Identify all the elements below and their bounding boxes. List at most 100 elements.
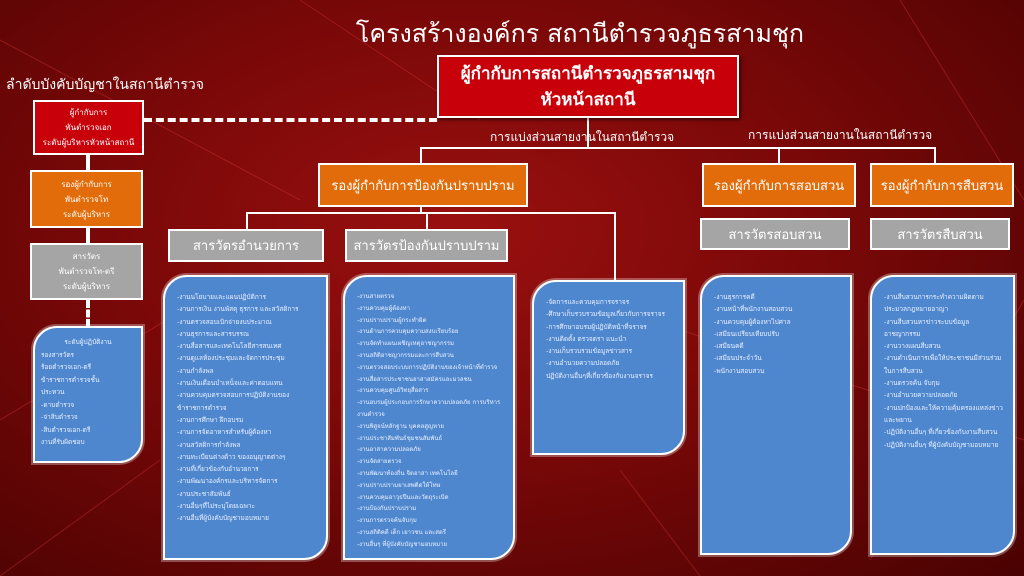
chief-title: ผู้กำกับการสถานีตำรวจภูธรสามชุก — [460, 63, 716, 84]
hierarchy-heading: ลำดับบังคับบัญชาในสถานีตำรวจ — [6, 77, 204, 93]
duty-item: -งานอื่นๆ ที่ผู้บังคับบัญชามอบหมาย — [357, 540, 447, 548]
connector — [934, 147, 936, 164]
level-text: ระดับผู้บริหาร — [63, 209, 110, 219]
duty-item: -พนักงานสอบสวน — [714, 366, 765, 375]
inspector-investigation: สารวัตรสอบสวน — [700, 218, 850, 250]
duty-item: -งานการตรวจค้นจับกุม — [357, 517, 417, 525]
duty-item: -งานประชาสัมพันธ์ชุมชนสัมพันธ์ — [357, 434, 443, 442]
connector — [420, 206, 422, 214]
dashed-connector — [86, 228, 90, 244]
duty-item: -งานสืบสวนการกระทำความผิดตามประมวลกฎหมาย… — [884, 293, 984, 314]
dashed-connector — [144, 118, 437, 122]
level-text: ระดับผู้ปฏิบัติงาน — [64, 338, 112, 346]
duty-item: -งานพิสูจน์หลักฐาน บุคคลสูญหาย — [357, 422, 444, 430]
duty-item: -งานประชาสัมพันธ์ — [177, 489, 231, 498]
division-label: การแบ่งส่วนสายงานในสถานีตำรวจ — [748, 128, 933, 142]
level-text: -ดาบตำรวจ — [41, 400, 75, 409]
duty-item: -งานอบรมผู้ประกอบการรักษาความปลอดภัย การ… — [357, 399, 501, 418]
dashed-connector — [86, 155, 90, 171]
duty-item: -เสมียนเปรียบเทียบปรับ — [714, 329, 780, 338]
level-text: -จ่าสิบตำรวจ — [41, 413, 78, 421]
connector — [420, 147, 422, 164]
inspector-prevention: สารวัตรป้องกันปราบปราม — [345, 229, 508, 262]
duty-item: -งานสื่อสารประชาชนอาสาสมัครและมวลชน — [357, 375, 472, 383]
level-deputy: รองผู้กำกับการ พันตำรวจโท ระดับผู้บริหาร — [30, 170, 143, 228]
level-text: ร้อยตำรวจเอก-ตรี — [41, 363, 92, 371]
duty-item: -งานสืบสวนหาข่าวระบบข้อมูลอาชญากรรม — [884, 317, 970, 338]
duty-item: -งานอื่นที่ผู้บังคับบัญชามอบหมาย — [177, 514, 269, 523]
duty-item: -งานเงินเดือนบำเหน็จและค่าตอบแทน — [177, 379, 283, 388]
duty-item: -งานอำนวยความปลอดภัย — [884, 391, 958, 400]
duties-list-administration: -งานนโยบายและแผนปฏิบัติการ -งานการเงิน งา… — [163, 275, 328, 560]
duty-item: -งานปกป้องและให้ความคุ้มครองแหล่งข่าวและ… — [884, 403, 1003, 424]
connector — [587, 118, 589, 148]
level-superintendent: ผู้กำกับการ พันตำรวจเอก ระดับผู้บริหารหั… — [33, 100, 144, 155]
duty-item: -งานจัดสายตรวจ — [357, 458, 402, 466]
level-text: งานที่รับผิดชอบ — [41, 438, 85, 446]
duties-list-detective: -งานสืบสวนการกระทำความผิดตามประมวลกฎหมาย… — [870, 275, 1015, 555]
deputy-detective: รองผู้กำกับการสืบสวน — [870, 163, 1014, 207]
duty-item: ปฏิบัติงานอื่นๆที่เกี่ยวข้องกับงานจราจร — [546, 371, 653, 380]
duty-item: -งานป้องกันปราบปราม — [357, 505, 417, 513]
duty-item: -งานตรวจค้น จับกุม — [884, 379, 940, 388]
level-text: ประทวน — [41, 388, 65, 396]
level-text: ระดับผู้บริหารหัวหน้าสถานี — [42, 138, 135, 147]
duty-item: -ศึกษาเก็บรวบรวมข้อมูลเกี่ยวกับการจราจร — [546, 310, 665, 319]
duty-item: -งานควบคุมศูนย์วิทยุสื่อสาร — [357, 387, 429, 395]
duty-item: -งานธุรการคดี — [714, 293, 755, 301]
level-text: ระดับผู้บริหาร — [63, 282, 110, 291]
level-operational: ระดับผู้ปฏิบัติงาน รองสารวัตร ร้อยตำรวจเ… — [33, 326, 143, 463]
duty-item: -งานดูแลห้องประชุมและจัดการประชุม — [177, 354, 285, 363]
duty-item: -ปฏิบัติงานอื่นๆ ที่เกี่ยวข้องกับงานสืบส… — [884, 428, 998, 437]
connector — [420, 147, 935, 149]
duty-item: -งานวางแผนสืบสวน — [884, 342, 941, 351]
duty-item: -งานการเงิน งานพัสดุ ธุรการ และสวัสดิการ — [177, 305, 299, 314]
duty-item: -งานติดตั้ง ตรวจตรา แนะนำ — [546, 334, 627, 343]
level-text: พันตำรวจโท-ตรี — [58, 267, 115, 276]
connector — [246, 212, 248, 230]
duty-item: -งานที่เกี่ยวข้องกับอำนวยการ — [177, 465, 259, 474]
duty-item: -งานควบคุมผู้ต้องหา — [357, 304, 410, 312]
connector — [614, 212, 616, 282]
level-text: รองผู้กำกับการ — [61, 179, 112, 189]
chief-subtitle: หัวหน้าสถานี — [540, 89, 636, 110]
duty-item: -งานหน้าที่พนักงานสอบสวน — [714, 305, 793, 314]
duty-item: -จัดการและควบคุมการจราจร — [546, 298, 630, 306]
level-text: พันตำรวจโท — [64, 194, 109, 204]
connector — [246, 212, 616, 214]
level-text: ข้าราชการตำรวจชั้น — [41, 375, 100, 384]
duty-item: -เสมียนประจำวัน — [714, 354, 762, 363]
duty-item: -งานกำลังพล — [177, 366, 214, 375]
chief-box: ผู้กำกับการสถานีตำรวจภูธรสามชุก หัวหน้าส… — [437, 55, 739, 118]
connector — [426, 212, 428, 230]
duty-item: -งานควบคุมผู้ต้องหาไปศาล — [714, 317, 791, 326]
duty-item: -งานธุรการและสารบรรณ — [177, 329, 250, 338]
connector — [778, 147, 780, 164]
duty-item: -งานทะเบียนต่างด้าว ของอนุญาตต่างๆ — [177, 452, 286, 461]
duty-item: -งานสถิติอาชญากรรมและการสืบสวน — [357, 351, 454, 359]
duty-item: -งานการจัดอาหารสำหรับผู้ต้องหา — [177, 428, 272, 437]
level-text: พันตำรวจเอก — [65, 123, 112, 132]
duty-item: -งานตรวจสอบเบิกจ่ายงบประมาณ — [177, 317, 272, 326]
level-text: ผู้กำกับการ — [69, 108, 108, 117]
duties-list-traffic: -จัดการและควบคุมการจราจร -ศึกษาเก็บรวบรวม… — [532, 280, 685, 455]
duty-item: -งานเก็บรวบรวมข้อมูลข่าวสาร — [546, 347, 633, 356]
level-text: -สิบตำรวจเอก-ตรี — [41, 425, 91, 434]
duty-item: -งานจัดทำแผนเผชิญเหตุอาชญากรรม — [357, 340, 454, 348]
duty-item: -งานปราบปรามยาเสพติดให้โทษ — [357, 481, 441, 489]
duty-item: -งานสถิติคดี เด็ก เยาวชน และสตรี — [357, 528, 446, 536]
duty-item: -งานอื่นๆที่ไม่ระบุโดยเฉพาะ — [177, 502, 255, 511]
duty-item: -งานสายตรวจ — [357, 293, 395, 300]
duty-item: -งานอำนวยความปลอดภัย — [546, 359, 620, 368]
duty-item: -งานการศึกษา ฝึกอบรม — [177, 415, 244, 424]
duty-item: -งานควบคุมอาวุธปืนและวัตถุระเบิด — [357, 493, 449, 501]
dashed-connector — [86, 300, 90, 327]
inspector-administration: สารวัตรอำนวยการ — [168, 229, 324, 262]
duty-item: -งานอาสาความปลอดภัย — [357, 446, 421, 454]
duties-list-prevention: -งานสายตรวจ -งานควบคุมผู้ต้องหา -งานปราบปร… — [343, 275, 515, 560]
level-text: รองสารวัตร — [41, 350, 75, 359]
deputy-investigation: รองผู้กำกับการสอบสวน — [702, 163, 856, 207]
duty-item: -งานสวัสดิการกำลังพล — [177, 440, 241, 449]
duty-item: -งานนโยบายและแผนปฏิบัติการ — [177, 293, 266, 301]
duty-item: -งานพัฒนาองค์กรและบริหารจัดการ — [177, 477, 278, 486]
